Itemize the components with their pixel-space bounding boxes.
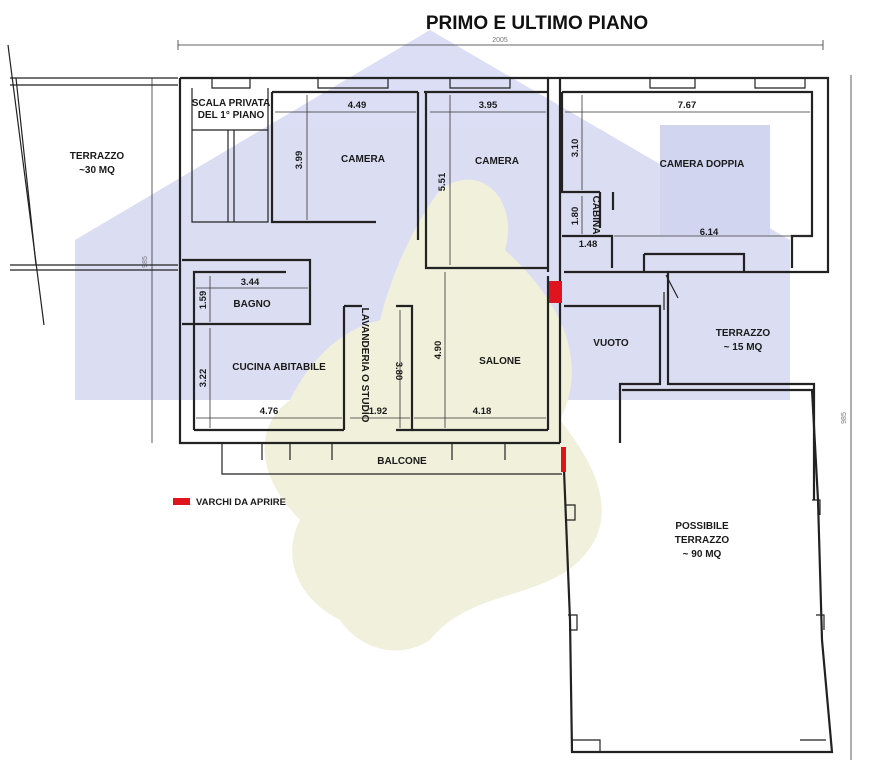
dim-cabina-height: 1.80 xyxy=(570,207,581,226)
room-label-possibile: POSSIBILE xyxy=(675,521,729,532)
overall-dimension-top: 2005 xyxy=(177,37,824,50)
dim-camera1-width: 4.49 xyxy=(348,100,367,111)
room-label-bagno: BAGNO xyxy=(233,299,270,310)
overall-dim-far-right-label: 985 xyxy=(841,412,848,424)
dim-camera-doppia-width: 7.67 xyxy=(678,100,697,111)
dim-salone-width: 4.18 xyxy=(473,406,492,417)
dim-cucina-height: 3.22 xyxy=(198,369,209,388)
overall-dimension-right: 985 xyxy=(841,75,852,760)
dim-lavanderia-height: 3.80 xyxy=(393,362,404,381)
room-label-possibile-terrazzo: TERRAZZO xyxy=(675,535,730,546)
room-area-possibile: ~ 90 MQ xyxy=(683,549,722,560)
room-label-camera-1: CAMERA xyxy=(341,154,385,165)
dim-cucina-width: 4.76 xyxy=(260,406,279,417)
dim-salone-height: 4.90 xyxy=(433,341,444,360)
room-label-balcone: BALCONE xyxy=(377,456,427,467)
room-dimension-lines xyxy=(196,95,810,428)
legend-label: VARCHI DA APRIRE xyxy=(196,497,286,508)
dim-lavanderia-width: 1.92 xyxy=(369,406,388,417)
dim-camera1-height: 3.99 xyxy=(294,151,305,170)
dim-bagno-height: 1.59 xyxy=(198,291,209,310)
legend-swatch xyxy=(173,498,190,505)
dim-cabina-width: 1.48 xyxy=(579,239,598,250)
opening-to-create-2 xyxy=(561,447,566,472)
room-label-cucina: CUCINA ABITABILE xyxy=(232,362,326,373)
terrace-left xyxy=(7,44,178,326)
dim-camera2-width: 3.95 xyxy=(479,100,498,111)
room-label-cabina: CABINA xyxy=(590,196,601,235)
room-label-terrazzo-left: TERRAZZO xyxy=(70,151,125,162)
overall-dim-right-label: 985 xyxy=(142,256,149,268)
room-label-lavanderia: LAVANDERIA O STUDIO xyxy=(359,308,370,423)
plan-title: PRIMO E ULTIMO PIANO xyxy=(426,13,648,34)
room-label-camera-doppia: CAMERA DOPPIA xyxy=(660,159,745,170)
building-walls xyxy=(178,76,830,500)
overall-dim-top-label: 2005 xyxy=(492,37,508,44)
overall-dimension-left: 985 xyxy=(142,78,153,443)
dim-bagno-width: 3.44 xyxy=(241,277,260,288)
opening-to-create-1 xyxy=(549,281,562,303)
room-label-salone: SALONE xyxy=(479,356,521,367)
watermark-logo xyxy=(75,30,790,651)
room-label-scala-2: DEL 1° PIANO xyxy=(198,110,265,121)
room-label-scala-1: SCALA PRIVATA xyxy=(192,98,271,109)
dim-camera-doppia-height: 3.10 xyxy=(570,139,581,158)
room-label-camera-2: CAMERA xyxy=(475,156,519,167)
possible-terrace-outline xyxy=(562,388,834,754)
dim-camera2-height: 5.51 xyxy=(437,172,448,191)
room-label-vuoto: VUOTO xyxy=(593,338,629,349)
dim-corridor-width: 6.14 xyxy=(700,227,719,238)
room-area-terrazzo-left: ~30 MQ xyxy=(79,165,115,176)
legend: VARCHI DA APRIRE xyxy=(173,497,286,508)
room-area-terrazzo-15: ~ 15 MQ xyxy=(724,342,763,353)
room-label-terrazzo-15: TERRAZZO xyxy=(716,328,771,339)
